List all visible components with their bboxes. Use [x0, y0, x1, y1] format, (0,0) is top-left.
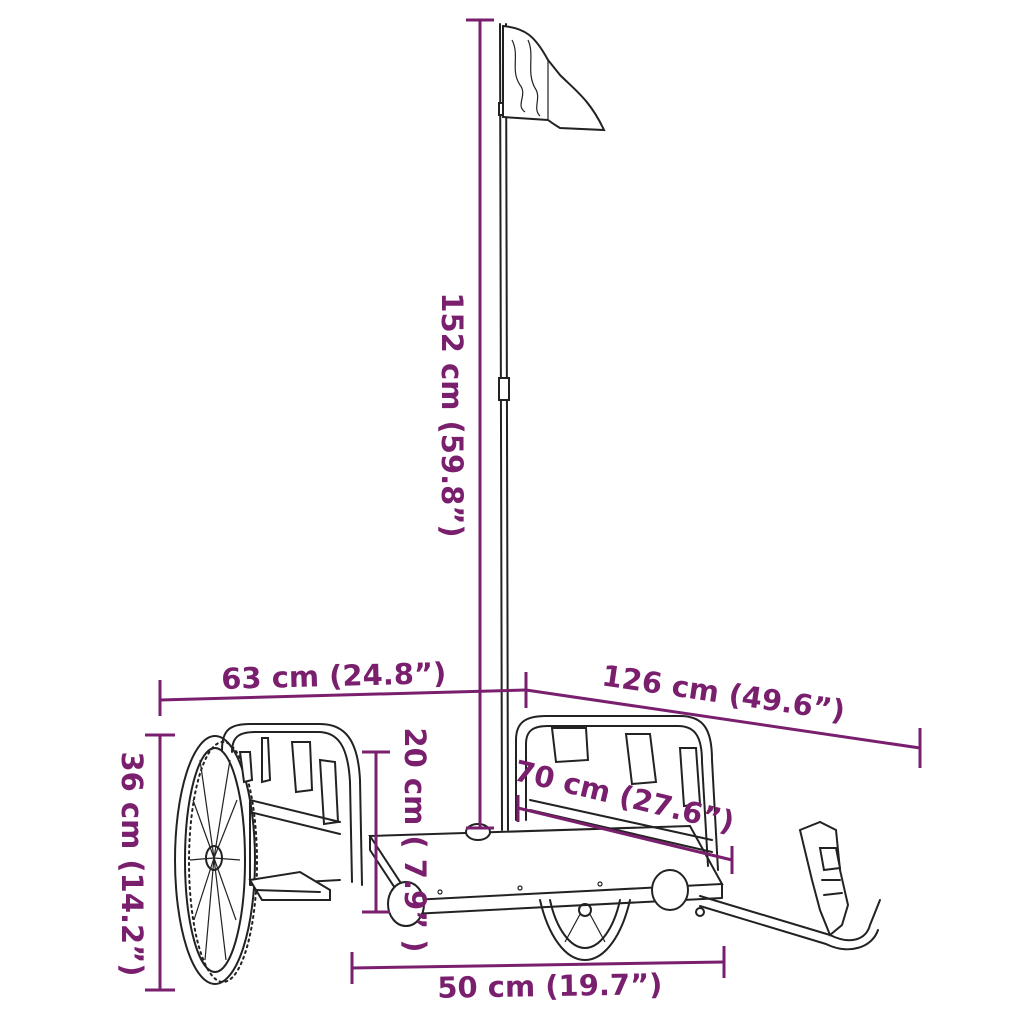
length-label: 126 cm (49.6”) — [600, 658, 848, 727]
dimension-lines — [145, 18, 922, 992]
cargo-bed — [368, 824, 724, 915]
bed-rollers — [387, 823, 689, 927]
tow-bar — [695, 820, 881, 951]
bed-width-label: 50 cm (19.7”) — [437, 967, 663, 1005]
side-height-label: 20 cm ( 7.9” ) — [398, 727, 432, 952]
bed-width-line — [351, 960, 725, 970]
length-line — [525, 688, 921, 750]
right-wheel — [539, 899, 631, 961]
width-label: 63 cm (24.8”) — [221, 656, 447, 696]
left-wheel — [174, 735, 258, 985]
flag — [502, 24, 606, 132]
trailer-drawing — [174, 23, 881, 985]
height-label: 36 cm (14.2”) — [115, 751, 149, 976]
width-line — [159, 688, 527, 702]
left-side-frame — [221, 723, 363, 886]
flag-height-label: 152 cm (59.8”) — [435, 292, 469, 537]
bed-length-line — [517, 806, 733, 862]
left-axle-bracket — [248, 870, 331, 901]
flag-pole — [498, 23, 510, 831]
right-side-frame — [515, 715, 719, 871]
